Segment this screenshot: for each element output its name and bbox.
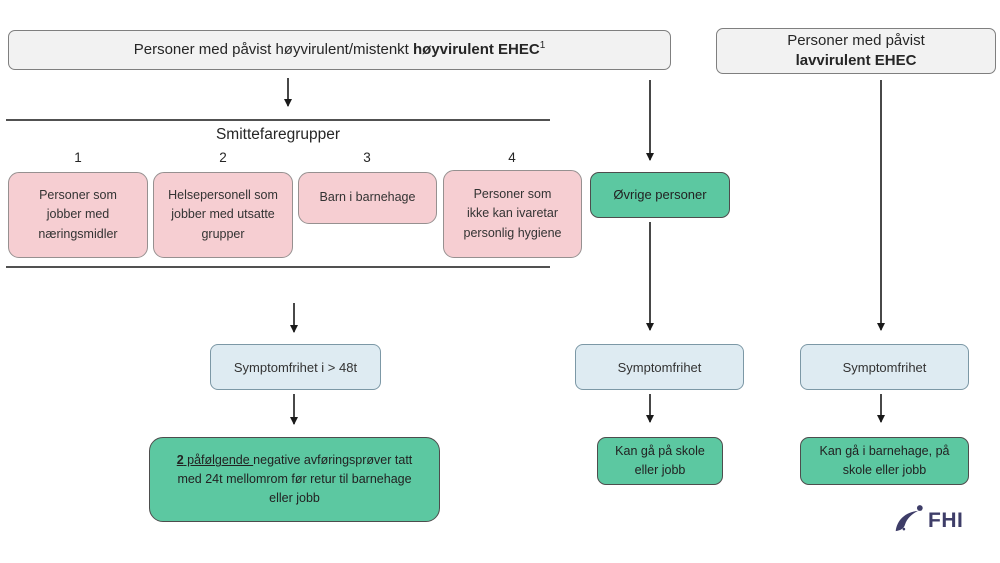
group-box-helsepersonell: Helsepersonell som jobber med utsatte gr… <box>153 172 293 258</box>
group-label: Personer som jobber med næringsmidler <box>38 187 118 241</box>
symptomfrihet-label: Symptomfrihet <box>617 359 702 375</box>
group-label: Barn i barnehage <box>319 190 416 205</box>
provetaking-rest: negative avføringsprøver tatt med 24t me… <box>177 453 413 505</box>
provetaking-text: 2 påfølgende negative avføringsprøver ta… <box>172 451 417 507</box>
group-number-2: 2 <box>219 150 227 165</box>
header-hoyvirulent-box: Personer med påvist høyvirulent/mistenkt… <box>8 30 671 70</box>
group-number-4: 4 <box>508 150 516 165</box>
group-number-3: 3 <box>363 150 371 165</box>
symptomfrihet-48t-box: Symptomfrihet i > 48t <box>210 344 381 390</box>
outcome-box-right: Kan gå i barnehage, på skole eller jobb <box>800 437 969 485</box>
header-hoyvirulent-bold: høyvirulent EHEC <box>413 41 540 59</box>
header-hoyvirulent-prefix: Personer med påvist høyvirulent/mistenkt <box>133 41 414 59</box>
group-box-naeringsmidler: Personer som jobber med næringsmidler <box>8 172 148 258</box>
ovrige-personer-box: Øvrige personer <box>590 172 730 218</box>
group-box-hygiene: Personer som ikke kan ivaretar personlig… <box>443 170 582 258</box>
header-lavvirulent-box: Personer med påvist lavvirulent EHEC <box>716 28 996 74</box>
provetaking-box: 2 påfølgende negative avføringsprøver ta… <box>149 437 440 522</box>
smittefaregrupper-title: Smittefaregrupper <box>215 126 341 143</box>
fhi-swoosh-icon <box>895 505 923 532</box>
symptomfrihet-box-middle: Symptomfrihet <box>575 344 744 390</box>
outcome-right-label: Kan gå i barnehage, på skole eller jobb <box>819 444 950 477</box>
header-lavvirulent-line2: lavvirulent EHEC <box>795 52 917 69</box>
provetaking-num: 2 <box>176 453 184 468</box>
group-number-1: 1 <box>74 150 82 165</box>
header-lavvirulent-line1: Personer med påvist <box>787 31 925 49</box>
symptomfrihet-48t-label: Symptomfrihet i > 48t <box>233 359 358 375</box>
symptomfrihet-box-right: Symptomfrihet <box>800 344 969 390</box>
group-label: Personer som ikke kan ivaretar personlig… <box>463 186 562 240</box>
footnote-marker: 1 <box>539 40 546 52</box>
fhi-logo-text: FHI <box>928 509 964 532</box>
outcome-box-middle: Kan gå på skole eller jobb <box>597 437 723 485</box>
symptomfrihet-label: Symptomfrihet <box>842 359 927 375</box>
group-box-barnehage: Barn i barnehage <box>298 172 437 224</box>
provetaking-underlined: påfølgende <box>183 453 254 468</box>
group-label: Helsepersonell som jobber med utsatte gr… <box>168 187 278 241</box>
header-hoyvirulent-text: Personer med påvist høyvirulent/mistenkt… <box>134 39 546 60</box>
ovrige-personer-label: Øvrige personer <box>613 187 707 203</box>
outcome-middle-label: Kan gå på skole eller jobb <box>615 444 705 477</box>
fhi-logo: FHI <box>893 504 963 538</box>
